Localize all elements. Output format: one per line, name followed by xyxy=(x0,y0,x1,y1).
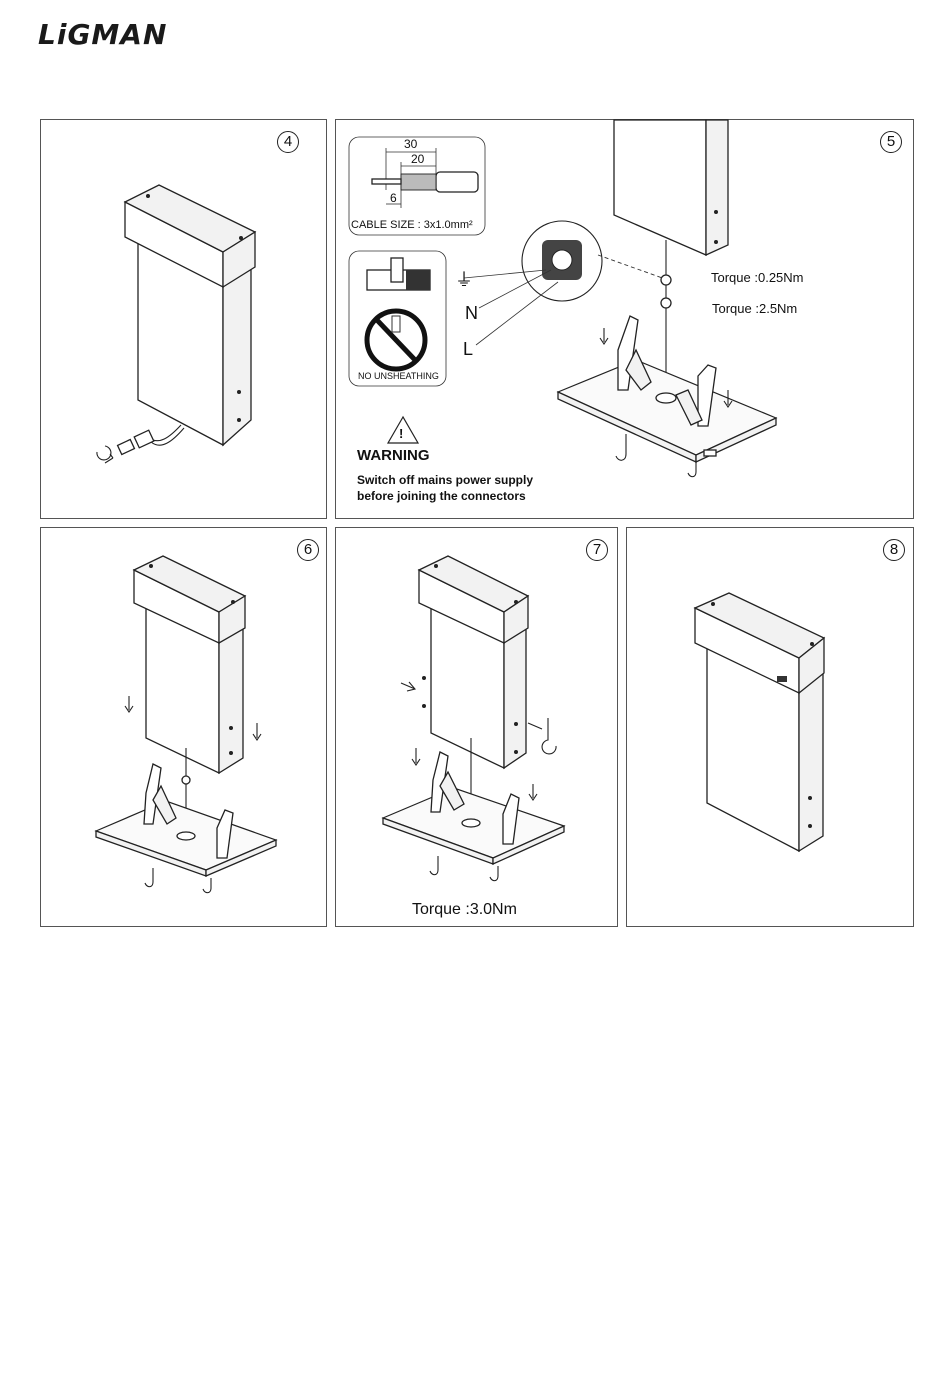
warning-line-1: Switch off mains power supply xyxy=(357,472,533,488)
dim-6-label: 6 xyxy=(390,191,397,205)
bollard-installed-illustration xyxy=(627,528,913,926)
torque-025-label: Torque :0.25Nm xyxy=(711,270,804,285)
neutral-label: N xyxy=(465,303,478,324)
bollard-illustration xyxy=(41,120,326,518)
dim-30-label: 30 xyxy=(404,137,417,151)
warning-line-2: before joining the connectors xyxy=(357,488,526,504)
torque-30-label: Torque :3.0Nm xyxy=(412,901,517,919)
brand-logo: LiGMAN xyxy=(38,18,167,51)
live-label: L xyxy=(463,339,473,360)
panel-step-4: 4 xyxy=(40,119,327,519)
panel-step-8: 8 xyxy=(626,527,914,927)
panel-step-6: 6 xyxy=(40,527,327,927)
dim-20-label: 20 xyxy=(411,152,424,166)
bollard-lowering-illustration xyxy=(41,528,326,926)
earth-icon: ⏚ xyxy=(455,266,473,292)
panel-step-5: 5 xyxy=(335,119,914,519)
panel-step-7: 7 Torque :3.0Nm xyxy=(335,527,618,927)
torque-25-label: Torque :2.5Nm xyxy=(712,301,797,316)
warning-icon: ! xyxy=(399,426,403,441)
cable-size-label: CABLE SIZE : 3x1.0mm² xyxy=(351,219,473,231)
warning-title: WARNING xyxy=(357,447,430,464)
no-unsheathing-label: NO UNSHEATHING xyxy=(358,371,439,381)
bollard-fixing-illustration xyxy=(336,528,617,926)
